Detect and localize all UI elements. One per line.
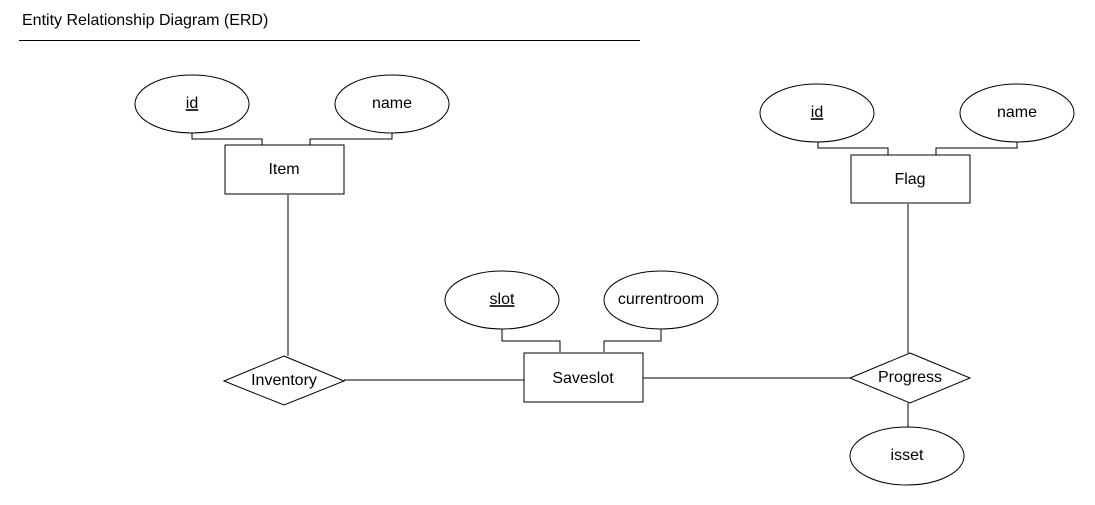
attribute-item-id-label: id (186, 95, 198, 112)
connector-saveslot-currentroom (603, 329, 662, 352)
entity-item-label: Item (268, 161, 299, 178)
entity-flag-label: Flag (894, 171, 925, 188)
connector-flag-name (935, 142, 1018, 155)
attribute-progress-isset-label: isset (891, 447, 924, 464)
attribute-saveslot-currentroom (603, 270, 719, 330)
attribute-saveslot-currentroom-label: currentroom (618, 291, 704, 308)
connector-item-id (191, 133, 263, 145)
entity-item-box (224, 144, 345, 195)
relationship-progress: Progress isset (848, 352, 972, 486)
attribute-item-id (134, 74, 250, 134)
relationship-progress-diamond (848, 352, 972, 404)
attribute-item-name (334, 74, 450, 134)
attribute-flag-id (759, 83, 875, 143)
attribute-saveslot-slot (444, 270, 560, 330)
attribute-saveslot-slot-label: slot (490, 291, 515, 308)
connector-item-name (309, 133, 393, 145)
entity-flag: id name Flag (759, 83, 1075, 204)
attribute-item-name-label: name (372, 95, 412, 112)
relationship-progress-label: Progress (878, 369, 942, 386)
connector-flag-id (817, 142, 889, 155)
entity-saveslot-label: Saveslot (552, 370, 614, 387)
entity-flag-box (850, 154, 971, 204)
attribute-flag-name-label: name (997, 104, 1037, 121)
entity-saveslot: slot currentroom Saveslot (444, 270, 719, 403)
diagram-title: Entity Relationship Diagram (ERD) (22, 12, 269, 29)
attribute-progress-isset (849, 426, 965, 486)
relationship-inventory-label: Inventory (251, 372, 317, 389)
relationship-inventory: Inventory (222, 355, 346, 406)
entity-saveslot-box (523, 352, 644, 403)
entity-item: id name Item (134, 74, 450, 195)
attribute-flag-name (959, 83, 1075, 143)
attribute-flag-id-label: id (811, 104, 823, 121)
relationship-inventory-diamond (222, 355, 346, 406)
connector-saveslot-slot (501, 329, 561, 352)
connectors (191, 133, 1018, 430)
title-divider (19, 40, 640, 41)
